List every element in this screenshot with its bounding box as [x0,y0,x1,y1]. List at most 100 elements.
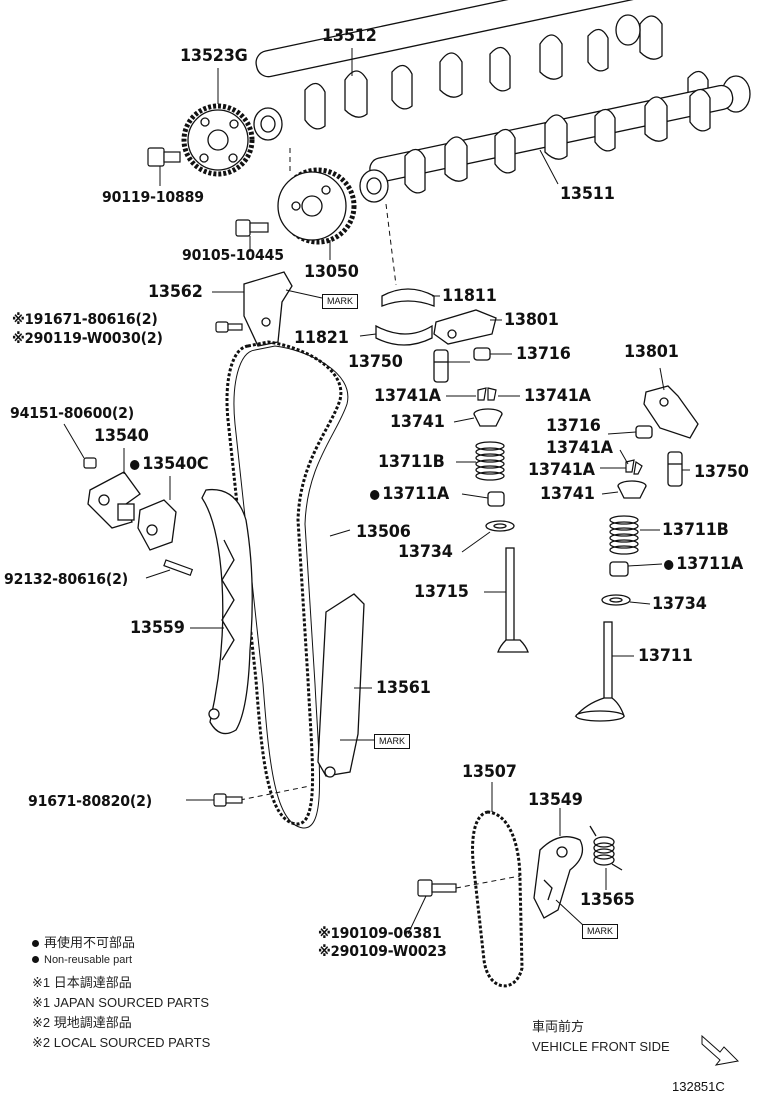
nonreusable-dot-icon [32,940,39,947]
nonreusable-dot-icon [130,460,140,470]
part-label-13540C[interactable]: 13540C [130,456,209,473]
valve-spring-13711B-a [475,441,505,481]
part-number-91671-80616: 91671-80616(2) [33,310,158,328]
bolt-91671-80820 [213,793,243,807]
stem-seal-13711A-b [609,561,629,577]
bolt-91671-80616 [215,321,243,333]
part-label-13561[interactable]: 13561 [376,678,431,698]
mark-box-13561: MARK [374,734,411,749]
mark-box-13562: MARK [322,294,359,309]
part-label-13741A-a[interactable]: 13741A [374,386,441,406]
part-label-91671-80820[interactable]: 91671-80820(2) [28,792,153,810]
part-label-13741A-b[interactable]: 13741A [524,386,591,406]
part-number-90109-06381: 90109-06381 [339,924,442,942]
legend-text: Non-reusable part [44,954,133,966]
part-number-13711A-b: 13711A [676,554,744,574]
legend-local-en: ※2 LOCAL SOURCED PARTS [32,1035,211,1050]
part-label-13523G[interactable]: 13523G [180,46,248,66]
valve-spring-13711B-b [609,515,639,555]
part-label-13711B-b[interactable]: 13711B [662,520,729,540]
part-label-13711[interactable]: 13711 [638,646,693,666]
part-label-13734-a[interactable]: 13734 [398,542,453,562]
part-label-94151-80600[interactable]: 94151-80600(2) [10,404,135,422]
part-label-13565[interactable]: 13565 [580,890,635,910]
part-label-13512[interactable]: 13512 [322,26,377,46]
part-label-13716-a[interactable]: 13716 [516,344,571,364]
ref-mark-1: ※1 [318,926,340,942]
valve-keys-13741A-a [477,387,497,401]
part-number-13711A-a: 13711A [382,484,450,504]
front-side-en: VEHICLE FRONT SIDE [532,1039,670,1054]
part-number-90119-W0030: 90119-W0030(2) [33,329,163,347]
part-label-13559[interactable]: 13559 [130,618,185,638]
part-label-13511[interactable]: 13511 [560,184,615,204]
gasket-13540C [137,499,177,551]
timing-chain-13506-inner [233,345,349,829]
camshaft-13511 [359,84,734,203]
retainer-13741-b [617,480,647,499]
part-label-13050[interactable]: 13050 [304,262,359,282]
part-label-13540[interactable]: 13540 [94,426,149,446]
ref-mark-2: ※2 [318,944,340,960]
part-label-90119-W0030[interactable]: ※290119-W0030(2) [12,329,163,347]
mark-box-13549: MARK [582,924,619,939]
leader-lines [63,48,690,935]
part-label-13741A-c[interactable]: 13741A [546,438,613,458]
part-label-90109-06381[interactable]: ※190109-06381 [318,924,442,942]
nonreusable-dot-icon [32,956,39,963]
part-label-13716-b[interactable]: 13716 [546,416,601,436]
part-label-13750-a[interactable]: 13750 [348,352,403,372]
part-label-13711A-a[interactable]: 13711A [370,486,449,503]
rocker-arm-13801-a [433,309,497,345]
stem-seal-13711A-a [487,491,505,507]
part-label-13507[interactable]: 13507 [462,762,517,782]
part-label-13741-a[interactable]: 13741 [390,412,445,432]
ref-mark-2: ※2 [12,331,34,347]
part-label-13562[interactable]: 13562 [148,282,203,302]
legend-text: 再使用不可部品 [44,935,136,950]
bolt-90109 [417,879,457,897]
chain-guide-13562 [243,271,293,347]
bolt-94151-80600 [83,457,97,469]
oil-pump-chain-13507 [471,810,524,988]
front-direction-arrow [701,1034,740,1066]
legend-nonreusable-en: Non-reusable part [32,955,132,966]
chain-damper-13561 [317,593,365,778]
tensioner-13540 [87,471,141,529]
tensioner-arm-13549 [533,836,584,919]
part-label-90109-W0023[interactable]: ※290109-W0023 [318,944,447,960]
ref-mark-1: ※1 [12,312,34,328]
legend-japan-en: ※1 JAPAN SOURCED PARTS [32,995,210,1010]
legend-japan-jp: ※1 日本調達部品 [32,975,132,990]
timing-chain-13506 [225,340,343,826]
cap-13716-a [473,347,491,361]
washer-13734-b [601,594,631,606]
part-label-13715[interactable]: 13715 [414,582,469,602]
part-label-90105-10445[interactable]: 90105-10445 [182,246,284,264]
part-label-13506[interactable]: 13506 [356,522,411,542]
part-label-13801-a[interactable]: 13801 [504,310,559,330]
legend-nonreusable-jp: 再使用不可部品 [32,936,135,949]
part-label-13549[interactable]: 13549 [528,790,583,810]
rocker-arm-13801-b [643,385,699,439]
part-label-13711B-a[interactable]: 13711B [378,452,445,472]
bearing-11811 [381,288,435,307]
valve-13715 [497,547,529,653]
spring-13565 [589,825,623,871]
part-label-13734-b[interactable]: 13734 [652,594,707,614]
part-label-92132-80616[interactable]: 92132-80616(2) [4,570,129,588]
chain-slipper-13559 [201,488,253,735]
part-label-91671-80616[interactable]: ※191671-80616(2) [12,310,158,328]
part-label-13711A-b[interactable]: 13711A [664,556,743,573]
part-label-13750-b[interactable]: 13750 [694,462,749,482]
part-label-11821[interactable]: 11821 [294,328,349,348]
part-label-13801-b[interactable]: 13801 [624,342,679,362]
part-label-11811[interactable]: 11811 [442,286,497,306]
part-label-13741A-d[interactable]: 13741A [528,460,595,480]
part-label-90119-10889[interactable]: 90119-10889 [102,188,204,206]
front-side-jp: 車両前方 [532,1019,585,1034]
part-label-13741-b[interactable]: 13741 [540,484,595,504]
nonreusable-dot-icon [370,490,380,500]
bolt-90105-10445 [235,219,269,237]
